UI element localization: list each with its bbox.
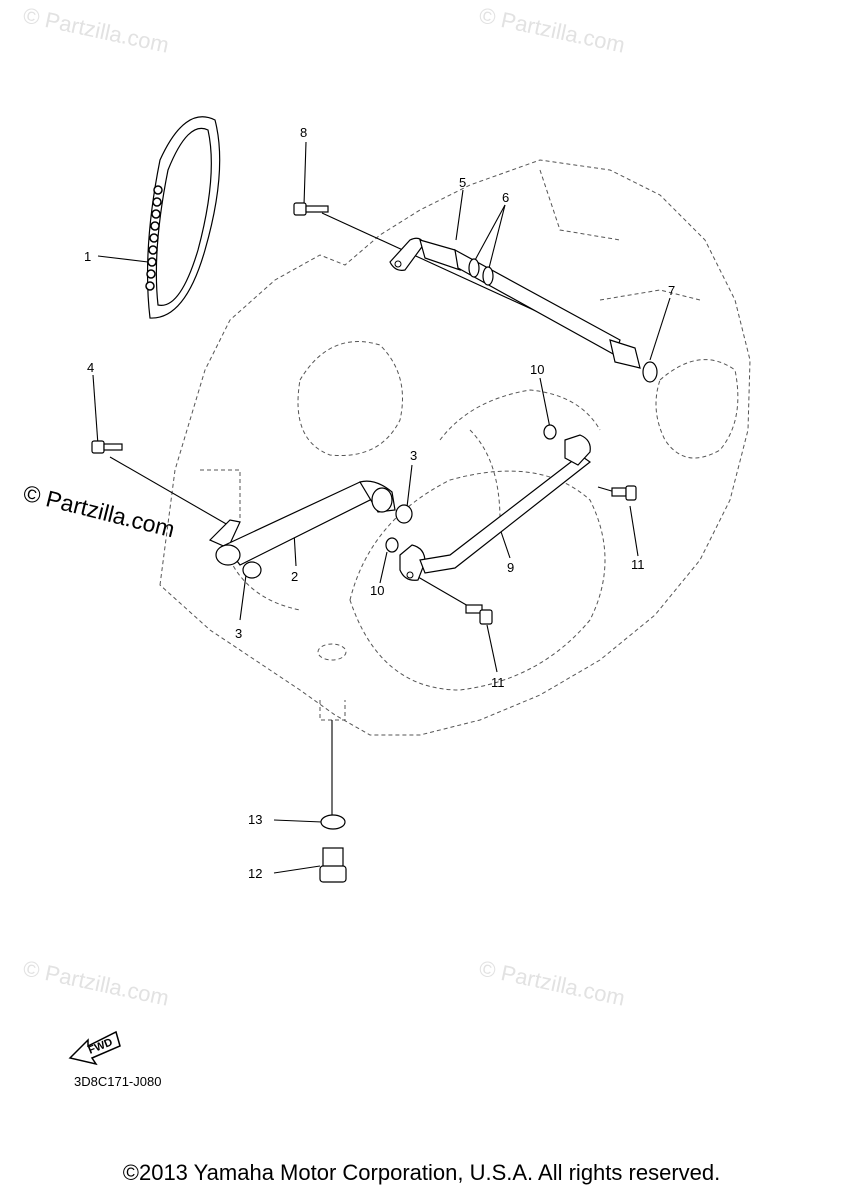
- watermark-middle: © Partzilla.com: [21, 480, 178, 543]
- diagram-code: 3D8C171-J080: [74, 1074, 161, 1089]
- shaft-5: [389, 237, 641, 369]
- callout-9: 9: [507, 560, 514, 575]
- drain-bolt-12: [319, 847, 347, 883]
- callouts: 1 2 3 3 4 5 6 7 8 9 10 10 11 11 12 13: [84, 125, 675, 881]
- callout-1: 1: [84, 249, 91, 264]
- callout-6: 6: [502, 190, 509, 205]
- watermark-top-right: © Partzilla.com: [477, 2, 627, 57]
- callout-3: 3: [235, 626, 242, 641]
- watermark-bottom-right: © Partzilla.com: [477, 955, 627, 1010]
- bolt-8: [293, 202, 329, 216]
- o-ring-3b: [242, 561, 262, 579]
- oil-pipe-9: [399, 434, 592, 581]
- o-ring-6a: [468, 258, 480, 278]
- bolt-11a: [611, 485, 637, 501]
- callout-10: 10: [370, 583, 384, 598]
- crankcase-outline: [159, 159, 751, 736]
- bolt-11b: [465, 604, 493, 625]
- o-ring-6b: [482, 266, 494, 286]
- o-ring-3a: [395, 504, 413, 524]
- callout-11: 11: [631, 557, 645, 572]
- callout-2: 2: [291, 569, 298, 584]
- callout-13: 13: [248, 812, 262, 827]
- parts: [91, 116, 658, 883]
- callout-12: 12: [248, 866, 262, 881]
- watermark-top-left: © Partzilla.com: [21, 2, 171, 57]
- cam-chain: [145, 116, 221, 319]
- fwd-arrow-icon: FWD: [68, 1030, 121, 1066]
- callout-11: 11: [491, 675, 505, 690]
- callout-3: 3: [410, 448, 417, 463]
- callout-5: 5: [459, 175, 466, 190]
- callout-10: 10: [530, 362, 544, 377]
- callout-4: 4: [87, 360, 94, 375]
- o-ring-10b: [385, 537, 399, 553]
- copyright-notice: ©2013 Yamaha Motor Corporation, U.S.A. A…: [122, 1160, 721, 1185]
- oil-pipe-2: [208, 480, 396, 566]
- o-ring-10a: [543, 424, 557, 440]
- bolt-4: [91, 440, 123, 454]
- o-ring-7: [642, 361, 658, 383]
- washer-13: [320, 814, 346, 830]
- callout-7: 7: [668, 283, 675, 298]
- callout-8: 8: [300, 125, 307, 140]
- watermark-bottom-left: © Partzilla.com: [21, 955, 171, 1010]
